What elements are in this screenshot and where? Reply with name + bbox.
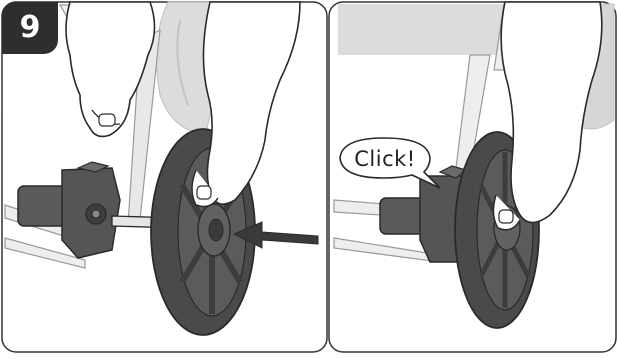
step-number-badge: 9 — [2, 2, 58, 54]
click-callout-text: Click! — [344, 143, 426, 175]
